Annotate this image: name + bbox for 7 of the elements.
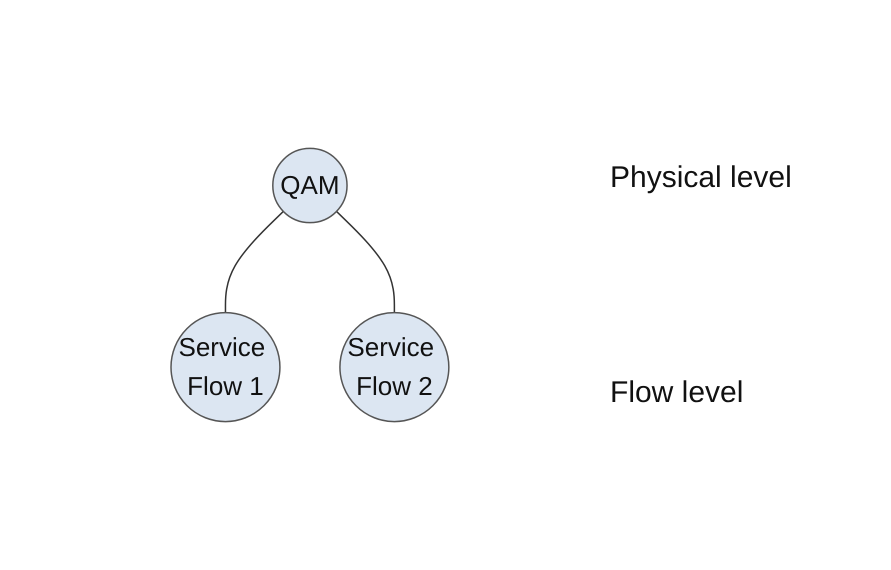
level-label: Physical level (610, 160, 793, 194)
node-circle: QAM (272, 148, 348, 224)
connector (336, 210, 396, 313)
node-circle: Service Flow 1 (170, 312, 281, 422)
node-circle: Service Flow 2 (339, 312, 450, 422)
level-label: Flow level (610, 376, 744, 410)
connector (224, 210, 284, 313)
